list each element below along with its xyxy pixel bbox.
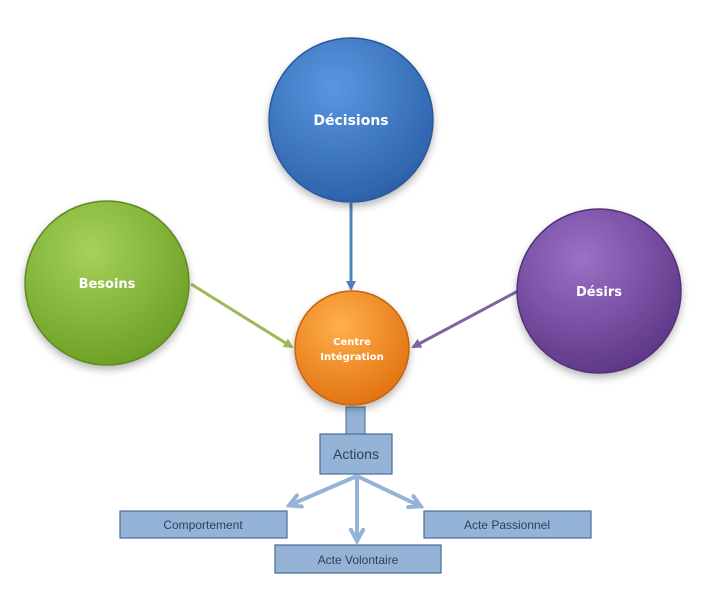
node-decisions-label: Décisions [313, 113, 388, 129]
centre-actions-stem [345, 406, 366, 436]
box-acte-volontaire-label: Acte Volontaire [318, 553, 399, 567]
node-decisions: Décisions [268, 37, 434, 203]
node-desirs-label: Désirs [576, 285, 622, 300]
box-comportement-label: Comportement [163, 518, 243, 532]
node-centre: Centre Intégration [294, 290, 410, 406]
box-acte-passionnel: Acte Passionnel [423, 510, 592, 539]
box-comportement: Comportement [119, 510, 288, 539]
box-acte-volontaire: Acte Volontaire [274, 544, 442, 574]
node-besoins-label: Besoins [79, 277, 136, 292]
box-actions: Actions [319, 433, 393, 475]
node-besoins: Besoins [24, 200, 190, 366]
besoins-to-centre-connector [190, 282, 294, 349]
box-acte-passionnel-label: Acte Passionnel [464, 518, 550, 532]
node-centre-label-line1: Centre [333, 337, 371, 348]
actions-to-acte-passionnel-arrow [356, 474, 420, 506]
node-centre-label-line2: Intégration [320, 351, 383, 363]
desirs-to-centre-connector [411, 289, 519, 349]
box-actions-label: Actions [333, 446, 379, 462]
actions-to-comportement-arrow [290, 474, 358, 505]
node-desirs: Désirs [516, 208, 682, 374]
